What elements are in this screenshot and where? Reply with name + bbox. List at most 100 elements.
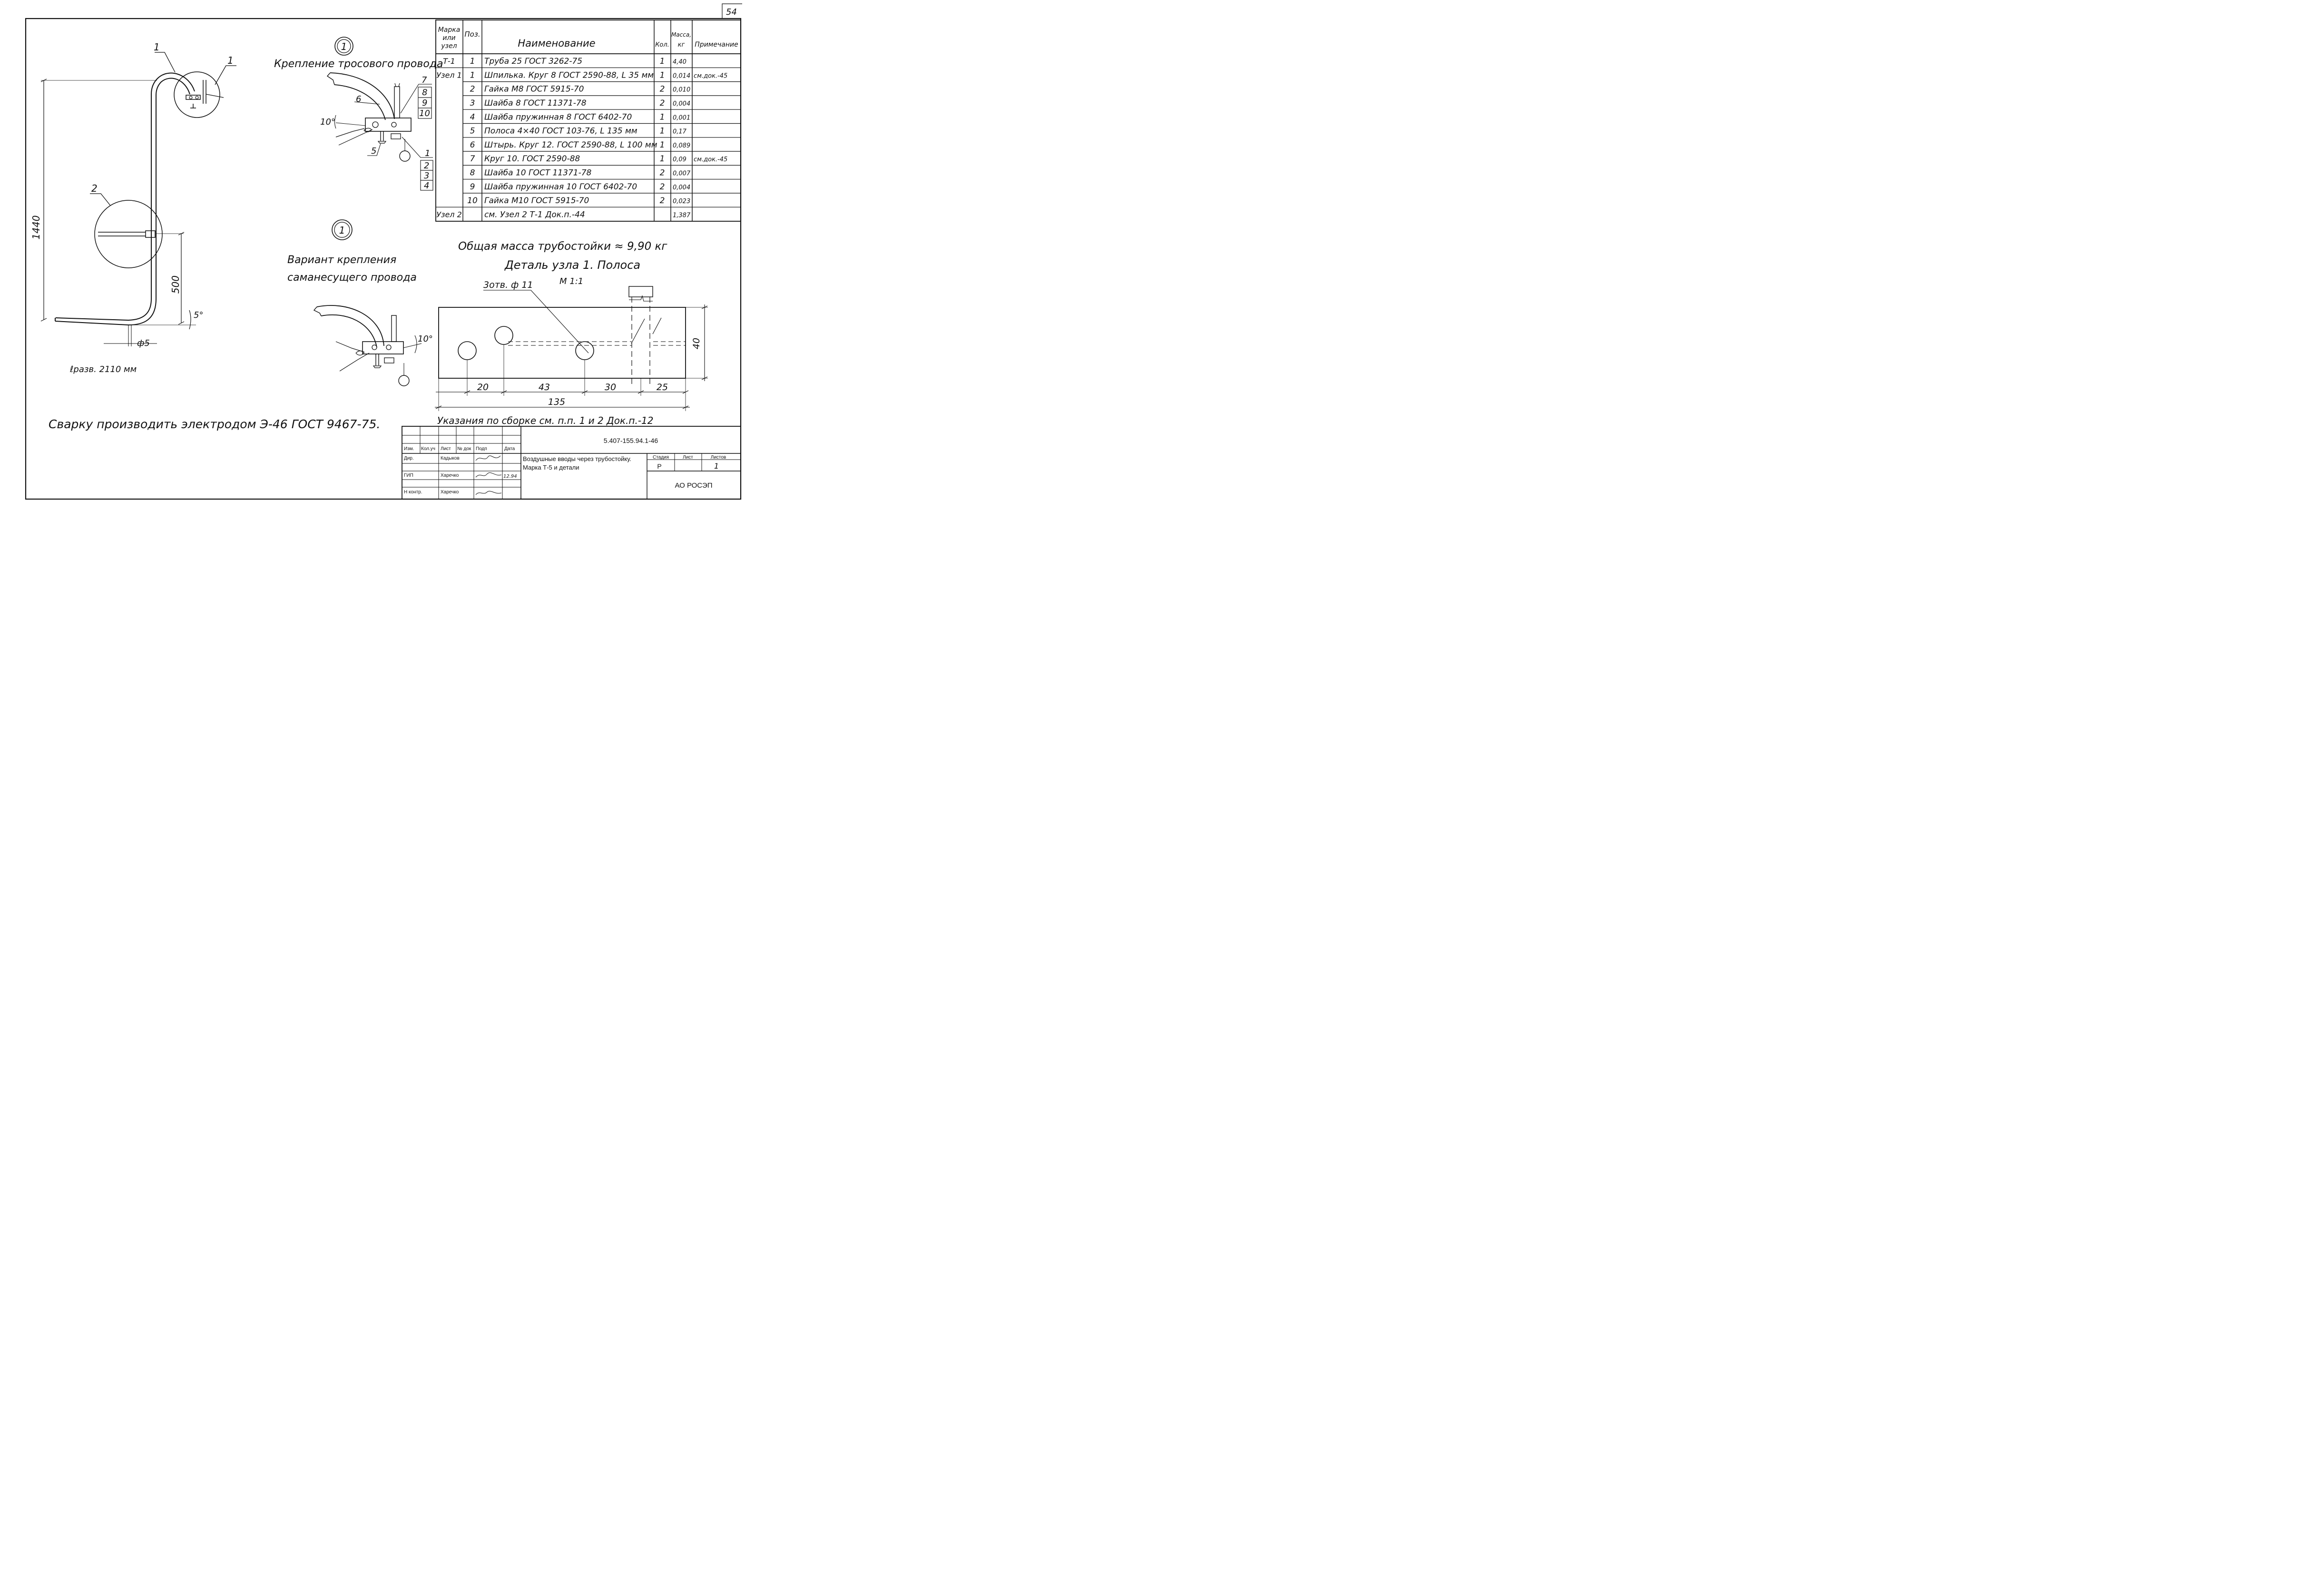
dim-diameter-label: ф5 bbox=[137, 338, 150, 348]
drawing-sheet: 54 1 1 2 1440 bbox=[0, 0, 744, 509]
hdr-mark-2: или bbox=[442, 34, 455, 42]
variant-title-1: Вариант крепления bbox=[287, 254, 396, 266]
bracket-clamp bbox=[145, 230, 156, 238]
welding-note: Сварку производить электродом Э-46 ГОСТ … bbox=[49, 417, 380, 431]
wire-section-circle bbox=[399, 150, 411, 162]
frame-border bbox=[25, 18, 742, 500]
spec-cell-mark: Т-1 bbox=[443, 57, 455, 66]
dim-tick-bottom bbox=[40, 318, 47, 322]
spec-cell-pos: 6 bbox=[470, 140, 475, 150]
leader-pos5 bbox=[367, 143, 381, 156]
pos4-label: 4 bbox=[424, 181, 429, 191]
strip-hole-1 bbox=[458, 341, 477, 360]
spec-cell-qty: 2 bbox=[660, 85, 665, 94]
angle-ref-line bbox=[335, 122, 366, 126]
pin-foot bbox=[377, 141, 387, 144]
spec-cell-qty: 1 bbox=[660, 57, 665, 66]
pipe-inner-line bbox=[55, 78, 190, 326]
dim-25: 25 bbox=[657, 382, 668, 393]
variant-marker-outer bbox=[332, 219, 353, 240]
strip-outline bbox=[438, 307, 686, 379]
cable-1 bbox=[335, 128, 365, 137]
dim-angle-label: 5° bbox=[194, 310, 203, 320]
callout-node1: 1 bbox=[227, 55, 234, 66]
spec-cell-pos: 5 bbox=[470, 127, 475, 136]
strip-scale: М 1:1 bbox=[559, 276, 583, 286]
tick-total-left bbox=[435, 405, 442, 409]
spec-cell-mass: 0,010 bbox=[673, 87, 690, 94]
sheet-number-box bbox=[722, 3, 742, 19]
tb-role-0: Дир. bbox=[404, 456, 414, 461]
spec-cell-qty: 1 bbox=[660, 154, 665, 164]
variant-marker-number: 1 bbox=[339, 225, 345, 236]
hdr-mass-2: кг bbox=[678, 41, 685, 49]
spec-cell-name: Полоса 4×40 ГОСТ 103-76, L 135 мм bbox=[484, 127, 637, 136]
tb-role-1: ГИП bbox=[404, 473, 413, 478]
spec-cell-name: Штырь. Круг 12. ГОСТ 2590-88, L 100 мм bbox=[484, 140, 657, 150]
tick-chain-1 bbox=[464, 390, 471, 394]
tb-doc-code: 5.407-155.94.1-46 bbox=[604, 437, 658, 444]
v-cable-2 bbox=[339, 353, 370, 372]
pin-top bbox=[394, 83, 400, 87]
dim40-tick-top bbox=[701, 305, 708, 309]
callout-leader-pipe bbox=[155, 52, 176, 73]
spec-cell-name: Шайба пружинная 10 ГОСТ 6402-70 bbox=[484, 182, 637, 192]
callout-part1: 1 bbox=[154, 41, 160, 53]
signature-control bbox=[475, 491, 502, 495]
spec-cell-name: Шайба пружинная 8 ГОСТ 6402-70 bbox=[484, 112, 632, 122]
callout-leader-node bbox=[215, 65, 236, 85]
spec-cell-name: Гайка М8 ГОСТ 5915-70 bbox=[484, 85, 584, 94]
pos6-label: 6 bbox=[356, 94, 361, 104]
strip-hole-2 bbox=[494, 326, 513, 345]
title-block-border bbox=[402, 426, 741, 500]
total-mass: Общая масса трубостойки ≈ 9,90 кг bbox=[458, 240, 667, 253]
pipe-elevation: 1 1 2 1440 500 5° ф5 ℓразв. 2110 мм bbox=[30, 41, 236, 374]
spec-cell-mass: 0,001 bbox=[673, 114, 690, 121]
tick-chain-2 bbox=[500, 390, 507, 394]
detail-node1-upper: 1 Крепление тросового провода 10° 6 7 8 … bbox=[274, 37, 443, 191]
tb-title-1: Воздушные вводы через трубостойку. bbox=[523, 455, 631, 462]
spec-table-border bbox=[435, 20, 741, 222]
assembly-note: Указания по сборке см. п.п. 1 и 2 Док.п.… bbox=[437, 415, 654, 426]
tb-hdr-0: Изм. bbox=[404, 446, 414, 452]
tb-hdr-3: № док bbox=[457, 446, 471, 452]
spec-cell-pos: 8 bbox=[470, 168, 475, 177]
clamp-hole-2 bbox=[195, 96, 199, 99]
dim40-tick-bottom bbox=[701, 376, 708, 380]
pos8-label: 8 bbox=[422, 88, 427, 98]
leader-pos1-4 bbox=[402, 137, 433, 158]
hdr-qty: Кол. bbox=[655, 41, 669, 49]
spec-cell-mass: 0,014 bbox=[673, 72, 690, 79]
tick-chain-3 bbox=[581, 390, 588, 394]
leader-pos6 bbox=[354, 101, 380, 105]
hdr-mark-3: узел bbox=[441, 42, 457, 50]
strip-detail-drawing: 3отв. ф 11 40 bbox=[435, 280, 708, 411]
spec-cell-pos: 7 bbox=[470, 154, 475, 164]
pos2-label: 2 bbox=[424, 161, 429, 171]
dim-500-label: 500 bbox=[170, 275, 181, 294]
angle-arc-5 bbox=[189, 310, 191, 330]
signature-director bbox=[475, 455, 501, 461]
spec-cell-qty: 1 bbox=[660, 127, 665, 136]
cable-loop bbox=[363, 128, 372, 132]
hdr-note: Примечание bbox=[695, 41, 738, 49]
spec-cell-pos: 3 bbox=[470, 98, 475, 108]
spec-cell-qty: 1 bbox=[660, 140, 665, 150]
dim-tick-500-top bbox=[178, 232, 185, 236]
v-pipe-break bbox=[313, 306, 322, 316]
node-marker-inner bbox=[337, 39, 351, 53]
detail-node1-variant: 1 Вариант крепления саманесущего провода… bbox=[287, 219, 433, 386]
spec-cell-mass: 1,387 bbox=[673, 212, 691, 219]
detail-circle-middle bbox=[94, 200, 163, 268]
spec-cell-pos: 1 bbox=[470, 70, 475, 80]
tick-chain-4 bbox=[637, 390, 644, 394]
sheet-number: 54 bbox=[726, 7, 737, 17]
spec-cell-pos: 9 bbox=[470, 182, 475, 192]
tb-sheets-label: Листов bbox=[711, 455, 726, 460]
pos9-label: 9 bbox=[422, 98, 427, 108]
signature-gip bbox=[475, 472, 502, 478]
v-upright-pin bbox=[391, 315, 397, 342]
spec-cell-mass: 0,007 bbox=[673, 170, 691, 177]
spec-cell-qty: 2 bbox=[660, 196, 665, 206]
